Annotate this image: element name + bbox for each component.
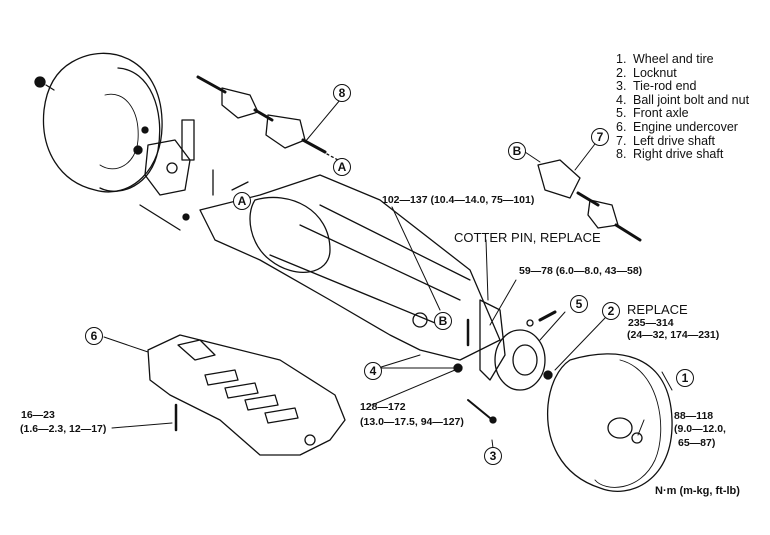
callout-front-axle: 5 [570,295,588,313]
callout-wheel-and-tire: 1 [676,369,694,387]
leader-lines [103,99,673,449]
torque-undercover-line1: 16—23 [21,409,55,421]
left-drive-shaft-drawing [537,159,642,242]
callout-ball-joint: 4 [364,362,382,380]
locknut-replace-note: REPLACE [627,302,688,317]
right-drive-shaft-drawing [196,75,339,161]
legend-item: 8.Right drive shaft [616,147,724,162]
callout-left-drive-shaft: 7 [591,128,609,146]
torque-wheel-nut-line3: 65—87) [678,437,716,449]
torque-ball-joint-nut-line1: 128—172 [360,401,406,413]
legend-item: 7.Left drive shaft [616,133,715,148]
left-wheel-drawing [34,52,163,193]
legend-item: 6.Engine undercover [616,119,738,134]
legend-item: 3.Tie-rod end [616,79,697,94]
legend-item: 5.Front axle [616,106,689,121]
torque-undercover-line2: (1.6—2.3, 12—17) [20,423,107,435]
left-knuckle-drawing [133,119,249,231]
legend-item: 1.Wheel and tire [616,52,714,66]
callout-right-drive-shaft: 8 [333,84,351,102]
legend-item: 2.Locknut [616,65,677,80]
callout-b-engine: B [434,312,452,330]
parts-legend: 1.Wheel and tire 2.Locknut 3.Tie-rod end… [616,52,750,162]
engine-subframe-drawing [199,174,501,361]
callout-locknut: 2 [602,302,620,320]
callout-b-shaft: B [508,142,526,160]
callout-tie-rod-end: 3 [484,447,502,465]
torque-ball-joint-bolt: 59—78 (6.0—8.0, 43—58) [519,265,643,277]
engine-undercover-drawing [147,334,346,456]
callout-engine-undercover: 6 [85,327,103,345]
torque-ball-joint-nut-line2: (13.0—17.5, 94—127) [360,416,464,428]
torque-tie-rod-nut: 102—137 (10.4—14.0, 75—101) [382,194,535,206]
callout-a-shaft: A [333,158,351,176]
torque-wheel-nut-line1: 88—118 [674,410,714,422]
torque-wheel-nut-line2: (9.0—12.0, [674,423,726,435]
cotter-pin-note: COTTER PIN, REPLACE [454,230,601,245]
right-wheel-drawing [546,353,673,492]
torque-units: N·m (m-kg, ft-lb) [655,485,740,497]
legend-item: 4.Ball joint bolt and nut [616,92,750,107]
torque-locknut-line1: 235—314 [628,317,674,329]
front-axle-drawing [453,299,557,424]
torque-locknut-line2: (24—32, 174—231) [627,329,720,341]
callout-a-engine: A [233,192,251,210]
